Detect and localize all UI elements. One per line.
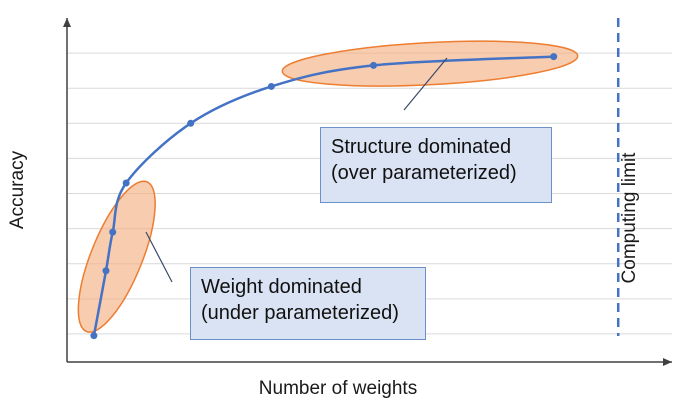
data-point — [109, 228, 117, 236]
weight-callout-line — [145, 231, 173, 283]
data-point — [267, 82, 275, 90]
y-axis-label: Accuracy — [7, 150, 28, 230]
computing-limit-label: Computing limit — [619, 152, 640, 284]
structure-callout-line — [403, 57, 448, 111]
x-axis-label: Number of weights — [258, 378, 418, 399]
structure-dominated-annotation: Structure dominated (over parameterized) — [320, 127, 552, 203]
x-axis-arrow — [663, 358, 672, 366]
data-point — [550, 53, 558, 61]
y-axis-arrow — [63, 18, 71, 27]
weight-dominated-line-1: Weight dominated — [201, 276, 362, 298]
data-point — [187, 119, 195, 127]
structure-dominated-line-2: (over parameterized) — [331, 162, 517, 184]
structure-dominated-line-1: Structure dominated — [331, 136, 512, 158]
weight-dominated-annotation: Weight dominated (under parameterized) — [190, 267, 426, 340]
weight-dominated-region — [77, 180, 156, 333]
weight-dominated-line-2: (under parameterized) — [201, 302, 399, 324]
data-point — [102, 267, 110, 275]
data-point — [90, 332, 98, 340]
structure-dominated-region — [281, 40, 579, 87]
data-point — [122, 179, 130, 187]
data-point — [370, 61, 378, 69]
